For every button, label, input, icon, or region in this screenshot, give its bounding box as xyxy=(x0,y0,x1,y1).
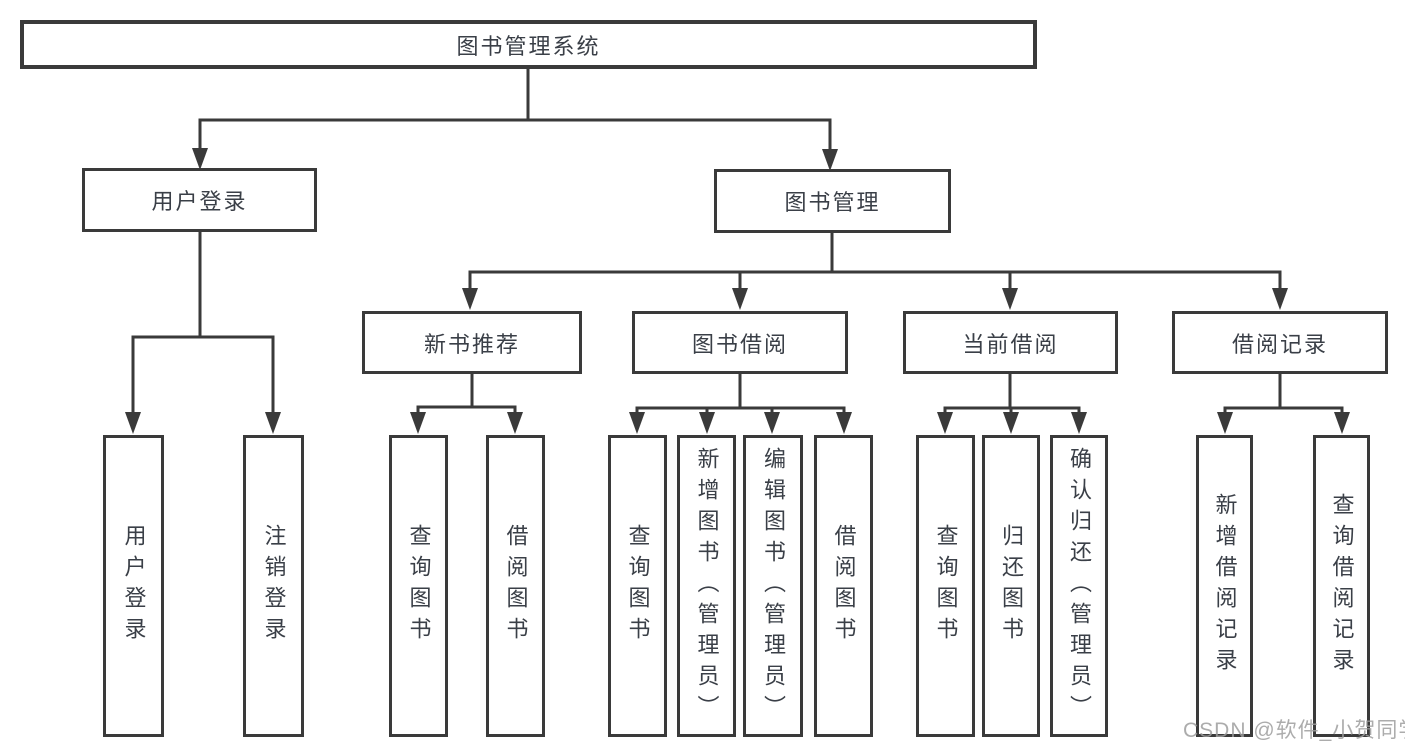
node-label: 图书借阅 xyxy=(691,331,788,357)
node-edit-books-admin: 编辑图书（管理员） xyxy=(743,435,803,737)
node-query-books-current: 查询图书 xyxy=(916,435,975,737)
node-new-book-recommendation: 新书推荐 xyxy=(362,311,582,374)
node-query-books-recommendation: 查询图书 xyxy=(389,435,448,737)
node-label: 查询图书 xyxy=(406,524,432,648)
node-label: 图书管理 xyxy=(784,190,881,215)
node-label: 确认归还（管理员） xyxy=(1067,446,1092,726)
node-query-borrow-record: 查询借阅记录 xyxy=(1313,435,1370,737)
node-label: 新增图书（管理员） xyxy=(694,446,720,726)
node-label: 图书管理系统 xyxy=(456,33,601,59)
connector-root xyxy=(198,68,832,151)
node-library-management-system: 图书管理系统 xyxy=(20,20,1037,69)
node-label: 注销登录 xyxy=(261,524,287,648)
node-label: 当前借阅 xyxy=(962,331,1059,357)
node-borrow-books-leaf: 借阅图书 xyxy=(814,435,873,737)
connector-borrowing-records xyxy=(1223,374,1344,414)
node-label: 用户登录 xyxy=(151,189,248,214)
node-logout: 注销登录 xyxy=(243,435,304,737)
node-add-books-admin: 新增图书（管理员） xyxy=(677,435,736,737)
node-borrowing-records: 借阅记录 xyxy=(1172,311,1388,374)
node-add-borrow-record: 新增借阅记录 xyxy=(1196,435,1253,737)
node-label: 新书推荐 xyxy=(423,331,520,357)
node-label: 查询图书 xyxy=(933,524,959,648)
arrowheads xyxy=(125,148,1350,434)
node-user-login-leaf: 用户登录 xyxy=(103,435,164,737)
node-label: 归还图书 xyxy=(999,524,1024,648)
connector-current-borrowing xyxy=(943,374,1081,414)
node-label: 新增借阅记录 xyxy=(1212,493,1238,679)
connector-book-management xyxy=(468,233,1282,291)
watermark-text: CSDN @软件_小贺同学 xyxy=(1183,719,1405,742)
connector-user-login xyxy=(131,232,275,414)
connector-new-book-recommendation xyxy=(416,374,517,414)
node-label: 查询借阅记录 xyxy=(1329,493,1355,679)
node-label: 用户登录 xyxy=(121,524,147,648)
node-label: 查询图书 xyxy=(625,524,651,648)
node-label: 借阅图书 xyxy=(831,524,857,648)
node-current-borrowing: 当前借阅 xyxy=(903,311,1118,374)
node-return-books: 归还图书 xyxy=(982,435,1040,737)
node-label: 编辑图书（管理员） xyxy=(761,446,786,726)
node-book-borrowing: 图书借阅 xyxy=(632,311,848,374)
node-label: 借阅记录 xyxy=(1231,331,1328,357)
node-query-books-borrowing: 查询图书 xyxy=(608,435,667,737)
node-user-login: 用户登录 xyxy=(82,168,317,232)
node-label: 借阅图书 xyxy=(503,524,529,648)
node-borrow-books-recommendation: 借阅图书 xyxy=(486,435,545,737)
node-confirm-return-admin: 确认归还（管理员） xyxy=(1050,435,1108,737)
connector-book-borrowing xyxy=(635,374,846,414)
node-book-management: 图书管理 xyxy=(714,169,951,233)
